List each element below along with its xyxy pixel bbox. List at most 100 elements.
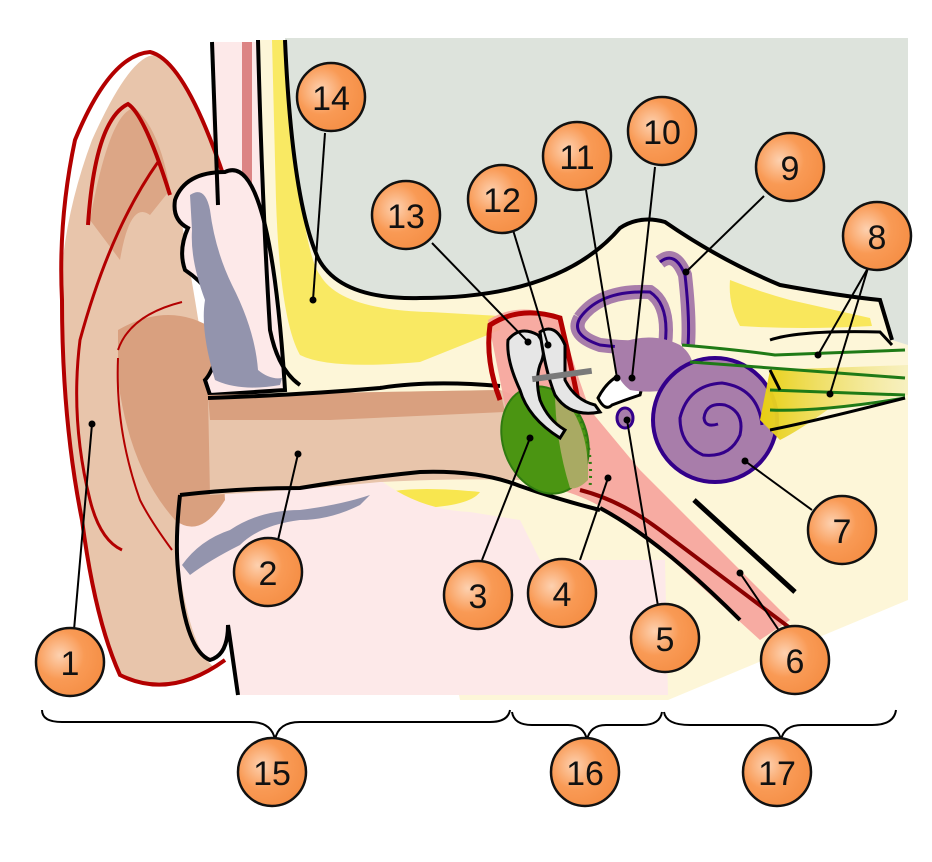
cochlea-spiral (678, 381, 764, 457)
callout-13: 13 (370, 179, 442, 251)
callout-3: 3 (442, 559, 514, 631)
brace-outer-ear (41, 709, 511, 741)
callout-2: 2 (232, 536, 304, 608)
callout-bubble (754, 131, 826, 203)
callout-16: 16 (549, 736, 621, 808)
callout-label: 15 (253, 755, 291, 793)
callout-label: 14 (312, 80, 350, 118)
leader-5 (626, 419, 659, 607)
brace-inner-ear (663, 709, 897, 741)
leader-lines (73, 132, 869, 633)
callout-label: 9 (781, 150, 800, 188)
callout-17: 17 (741, 736, 813, 808)
nerve-fan (760, 365, 908, 440)
callout-label: 7 (833, 513, 852, 551)
callout-label: 12 (483, 182, 521, 220)
leader-8b (829, 267, 869, 395)
auricle-antihelix-outline (86, 101, 172, 226)
callout-bubble (370, 179, 442, 251)
tympanic-membrane-dotted (555, 386, 593, 489)
brace-middle-ear (511, 711, 663, 741)
cochlea (651, 356, 779, 484)
skin-outline-left (210, 41, 220, 206)
callout-bubble (626, 95, 698, 167)
incus (538, 327, 603, 415)
tympanic-membrane-olive (555, 390, 589, 489)
callout-bubble (759, 624, 831, 696)
cartilage-lower (182, 495, 370, 575)
callout-bubble (629, 602, 701, 674)
callout-bubble (806, 494, 878, 566)
leader-14 (312, 132, 326, 301)
skull-outline-cavity (283, 39, 894, 341)
callout-5: 5 (629, 602, 701, 674)
concha (118, 315, 225, 527)
callout-bubble (466, 163, 538, 235)
callout-11: 11 (541, 120, 613, 192)
callout-label: 11 (559, 139, 594, 177)
ear-canal-bottom-line (179, 469, 601, 512)
callout-bubble (295, 61, 367, 133)
callout-label: 17 (758, 755, 796, 793)
callout-label: 13 (387, 198, 425, 236)
leader-dots (88, 268, 834, 577)
vestibulocochlear-nerve (681, 343, 906, 412)
leader-11 (585, 189, 618, 379)
callout-12: 12 (466, 163, 538, 235)
skin-outline-lower (174, 494, 240, 696)
callout-6: 6 (759, 624, 831, 696)
callout-label: 1 (61, 645, 80, 683)
ear-canal-top-line (207, 381, 501, 400)
leader-13 (431, 242, 529, 343)
callout-bubble (741, 736, 813, 808)
tensor-tendon (531, 367, 593, 383)
callout-label: 5 (656, 621, 675, 659)
ear-canal-upper-band (208, 390, 505, 420)
leader-3 (481, 437, 531, 561)
callout-label: 3 (469, 578, 488, 616)
leader-6 (739, 572, 781, 633)
callout-bubble (442, 559, 514, 631)
callout-8: 8 (841, 200, 913, 272)
callout-bubble (232, 536, 304, 608)
callout-bubble (236, 736, 308, 808)
callout-bubble (526, 557, 598, 629)
leader-12 (512, 229, 549, 346)
eustachian-tube-wall-upper (692, 498, 797, 594)
leader-10 (631, 166, 656, 379)
concha-outline (116, 301, 183, 551)
callout-label: 2 (259, 555, 278, 593)
auricle-helix-outline (59, 49, 227, 687)
callout-14: 14 (295, 61, 367, 133)
eustachian-tube-wall-lower (599, 506, 742, 622)
callout-9: 9 (754, 131, 826, 203)
callout-1: 1 (34, 626, 106, 698)
internal-auditory-meatus (768, 330, 906, 432)
leader-4 (579, 477, 609, 561)
callout-15: 15 (236, 736, 308, 808)
leader-9 (685, 195, 765, 273)
blood-vessel-strip (242, 42, 252, 262)
leader-2 (277, 453, 299, 541)
leader-8a (817, 267, 869, 356)
callout-label: 4 (553, 576, 572, 614)
callout-bubble (841, 200, 913, 272)
cartilage-upper (190, 192, 282, 388)
bone-marrow-right (729, 280, 872, 328)
callout-7: 7 (806, 494, 878, 566)
auricle-inner-outline (75, 161, 160, 552)
leader-7 (744, 460, 813, 511)
leader-1 (73, 423, 93, 631)
callout-bubble (549, 736, 621, 808)
callout-label: 6 (786, 643, 805, 681)
eustachian-tube-outline-upper (579, 488, 792, 630)
skull-outline-vertical (256, 39, 302, 387)
auricle-fold (90, 108, 170, 260)
callout-label: 8 (868, 219, 887, 257)
callout-bubble (541, 120, 613, 192)
region-braces (41, 709, 897, 741)
callout-10: 10 (626, 95, 698, 167)
soft-tissue-lower (178, 480, 668, 695)
